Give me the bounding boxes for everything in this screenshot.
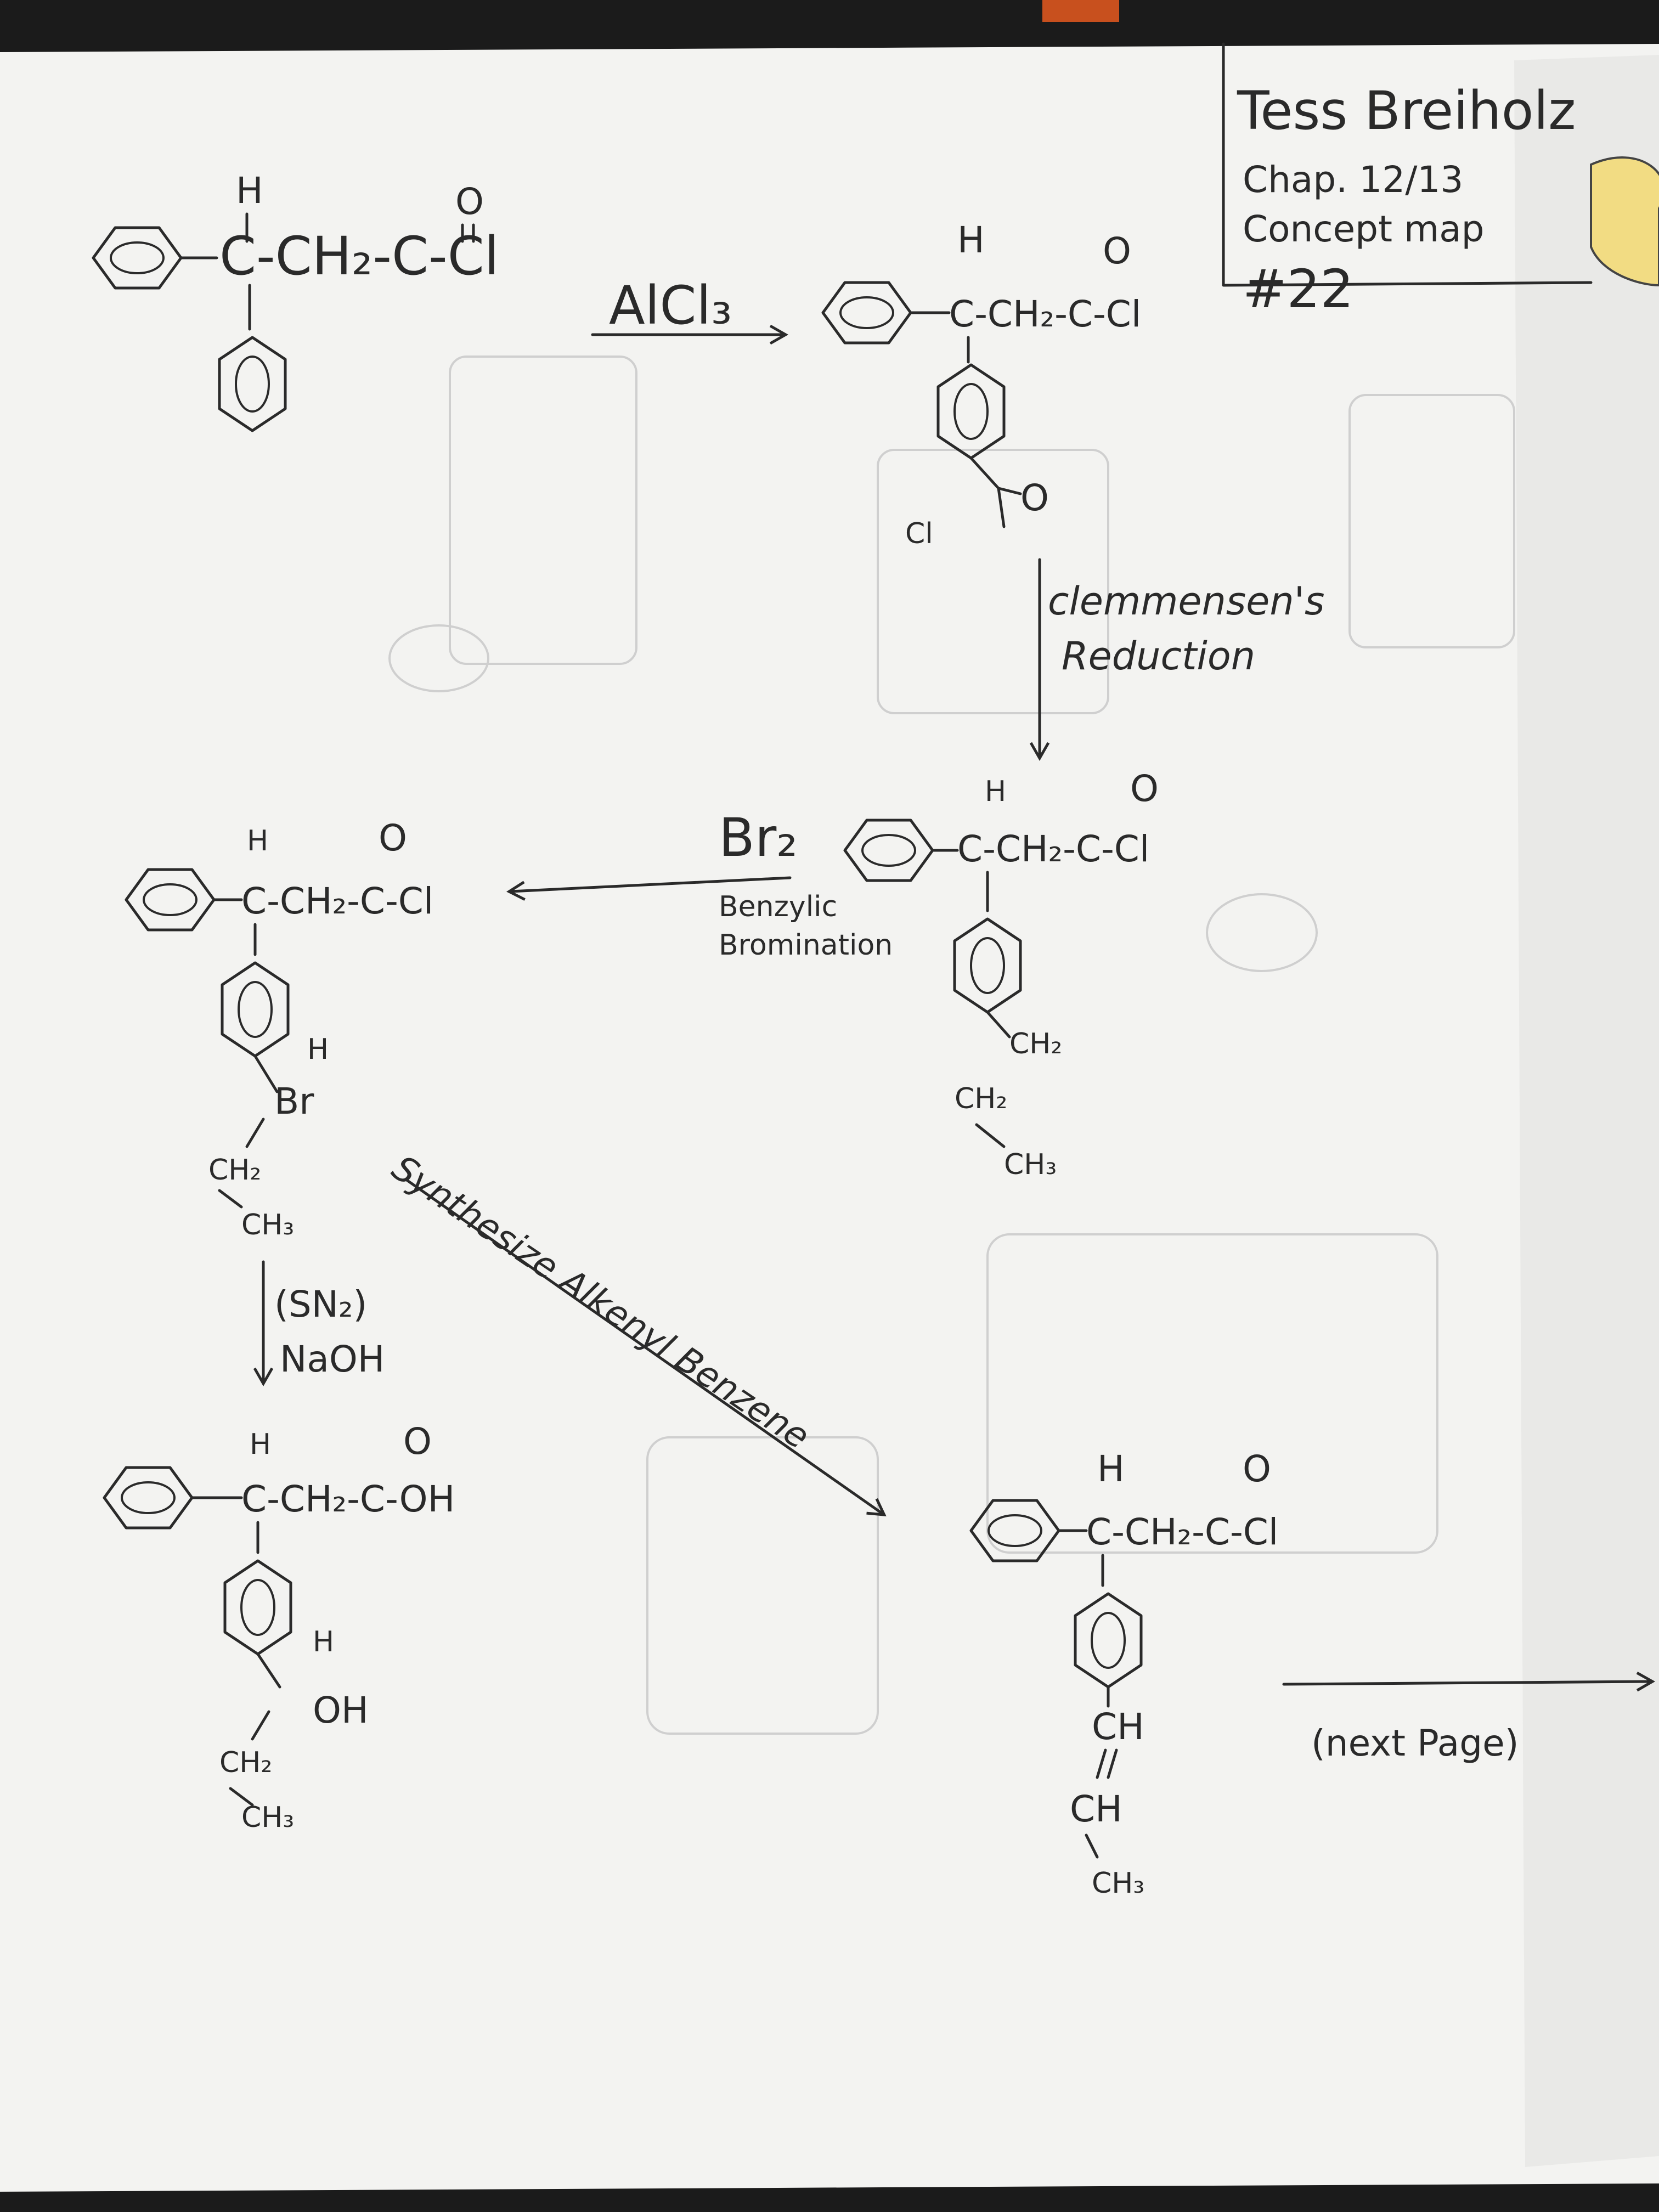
mol3-chain: C-CH₂-C-Cl bbox=[957, 828, 1149, 870]
reagent-alcl3: AlCl₃ bbox=[609, 275, 732, 336]
arrow-step1: AlCl₃ bbox=[591, 275, 789, 345]
mol5-h2: H bbox=[313, 1626, 334, 1658]
mol6-o: O bbox=[1243, 1448, 1271, 1490]
reagent-benzylic: Benzylic bbox=[719, 890, 837, 923]
map-number: #22 bbox=[1243, 258, 1354, 320]
mol5-ch2: CH₂ bbox=[219, 1746, 272, 1779]
mol4-ch2: CH₂ bbox=[208, 1154, 261, 1187]
mol5-ch3: CH₃ bbox=[241, 1801, 294, 1834]
mol6-chain: C-CH₂-C-Cl bbox=[1086, 1511, 1278, 1553]
mol4-h: H bbox=[247, 825, 268, 857]
reagent-clemmensen: clemmensen's bbox=[1048, 579, 1324, 624]
molecule-starting-material: H C-CH₂-C-Cl O bbox=[93, 170, 499, 431]
mol5-h: H bbox=[250, 1428, 271, 1461]
orange-object bbox=[1042, 0, 1119, 22]
arrow-step3: Br₂ Benzylic Bromination bbox=[506, 807, 893, 962]
mol6-ch-a: CH bbox=[1092, 1706, 1144, 1748]
next-page-arrow: (next Page) bbox=[1282, 1672, 1656, 1764]
map-title: Concept map bbox=[1243, 208, 1485, 250]
mol1-chain: C-CH₂-C-Cl bbox=[219, 225, 499, 287]
mol4-ch3: CH₃ bbox=[241, 1209, 294, 1242]
molecule-alcohol-product: H C-CH₂-C-OH O H OH CH₂ CH₃ bbox=[104, 1420, 455, 1834]
molecule-bromination-product: H C-CH₂-C-Cl O H Br CH₂ CH₃ bbox=[126, 817, 433, 1242]
mol6-ch3: CH₃ bbox=[1092, 1867, 1144, 1900]
next-page-label: (next Page) bbox=[1311, 1722, 1519, 1764]
mol4-o: O bbox=[379, 817, 407, 859]
mol1-h: H bbox=[236, 170, 263, 212]
paper-sheet bbox=[0, 44, 1659, 2192]
molecule-alkenyl-product: H C-CH₂-C-Cl O CH CH CH₃ bbox=[971, 1448, 1278, 1900]
mol5-oh: OH bbox=[313, 1689, 369, 1731]
mol1-o: O bbox=[455, 180, 484, 223]
mol2-chain: C-CH₂-C-Cl bbox=[949, 293, 1141, 335]
mol3-h: H bbox=[985, 775, 1006, 808]
mol4-br: Br bbox=[274, 1080, 314, 1122]
arrow-step4: (SN₂) NaOH bbox=[253, 1260, 385, 1387]
sticker bbox=[1590, 156, 1659, 287]
reagent-naoh: NaOH bbox=[280, 1338, 385, 1380]
show-through-marks bbox=[388, 356, 1515, 1735]
mol6-ch-b: CH bbox=[1070, 1788, 1122, 1830]
mol5-chain: C-CH₂-C-OH bbox=[241, 1478, 455, 1520]
mol5-o: O bbox=[403, 1420, 432, 1463]
reagent-reduction: Reduction bbox=[1062, 634, 1255, 679]
mol2-h: H bbox=[957, 219, 985, 261]
mol2-o: O bbox=[1103, 230, 1131, 272]
reagent-br2: Br₂ bbox=[719, 807, 798, 868]
mol2-ketone-o: O bbox=[1020, 477, 1049, 519]
molecule-acylation-product: H C-CH₂-C-Cl O O Cl bbox=[823, 219, 1141, 550]
reagent-bromination: Bromination bbox=[719, 929, 893, 962]
arrow-step2: clemmensen's Reduction bbox=[1029, 558, 1324, 761]
mol4-h2: H bbox=[307, 1033, 329, 1066]
molecule-reduction-product: H C-CH₂-C-Cl O CH₂ CH₂ CH₃ bbox=[845, 768, 1159, 1181]
mol3-ch2-b: CH₂ bbox=[955, 1082, 1007, 1115]
paper-stack-edge bbox=[1514, 55, 1659, 2167]
mol3-o: O bbox=[1130, 768, 1159, 810]
author-name: Tess Breiholz bbox=[1237, 80, 1576, 142]
chapter-label: Chap. 12/13 bbox=[1243, 159, 1463, 201]
header-box: Tess Breiholz Chap. 12/13 Concept map #2… bbox=[1222, 42, 1593, 320]
mol2-cl: Cl bbox=[905, 517, 933, 550]
mol3-ch3: CH₃ bbox=[1004, 1148, 1057, 1181]
mol4-chain: C-CH₂-C-Cl bbox=[241, 880, 433, 922]
reagent-sn2: (SN₂) bbox=[274, 1283, 367, 1325]
mol3-ch2-a: CH₂ bbox=[1009, 1028, 1062, 1060]
mol6-h: H bbox=[1097, 1448, 1125, 1490]
